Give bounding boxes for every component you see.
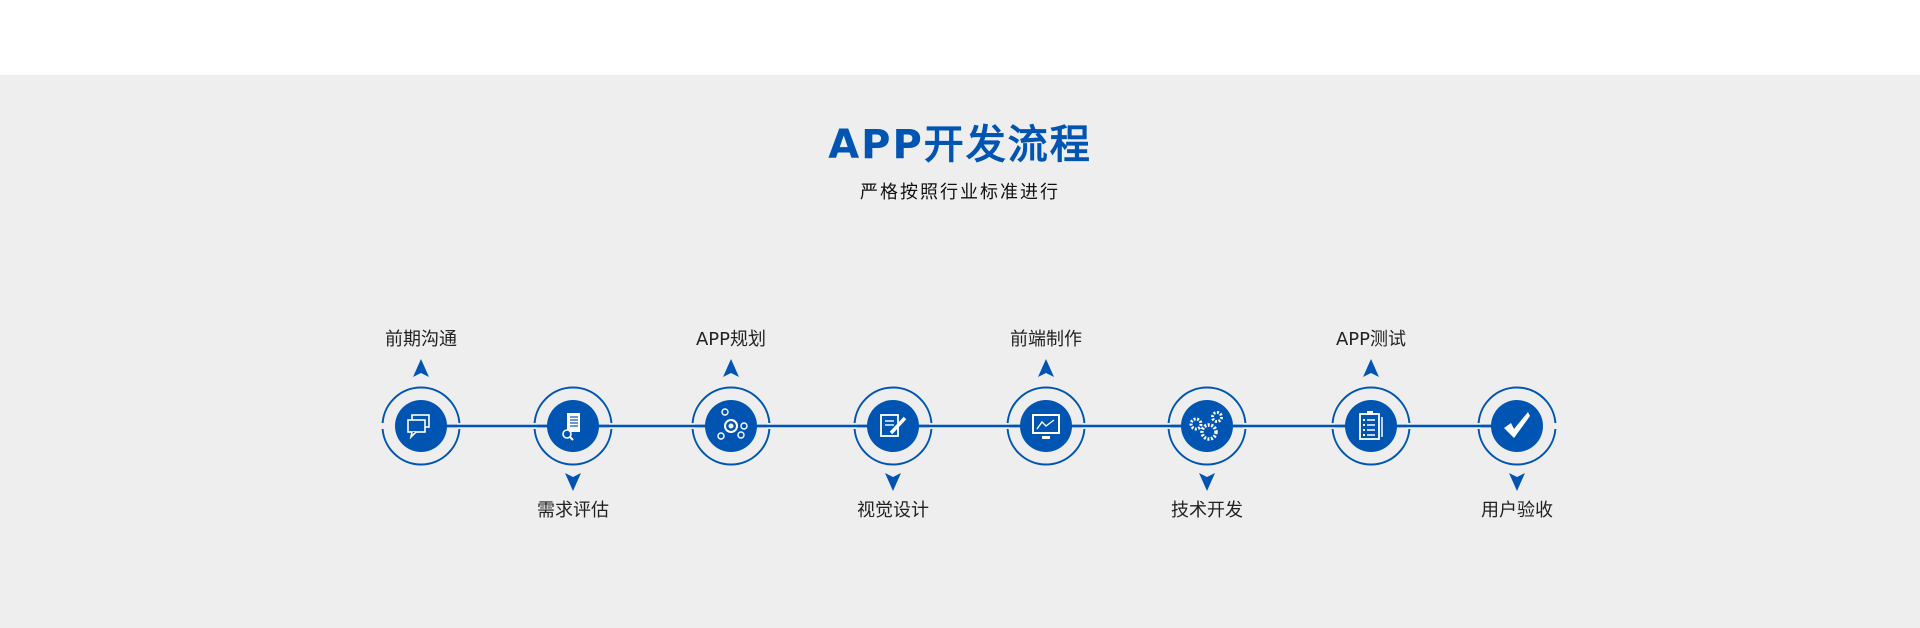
step-label: 前端制作 <box>1010 329 1082 350</box>
network-icon <box>717 408 748 440</box>
document-search-icon <box>562 413 580 441</box>
step-inner-circle <box>1345 400 1397 452</box>
arrow-down-icon <box>565 473 581 491</box>
process-step-node <box>690 386 772 466</box>
clipboard-checklist-icon <box>1359 411 1383 440</box>
step-label: APP规划 <box>695 329 767 350</box>
page-title: APP开发流程 <box>828 122 1092 168</box>
process-step-node <box>1476 386 1558 466</box>
process-step-node <box>852 386 934 466</box>
arrow-up-icon <box>723 359 739 377</box>
page-subtitle: 严格按照行业标准进行 <box>860 182 1060 203</box>
arrow-down-icon <box>885 473 901 491</box>
monitor-chart-icon <box>1032 414 1060 439</box>
step-label: 用户验收 <box>1481 500 1553 521</box>
step-inner-circle <box>867 400 919 452</box>
process-step-node <box>532 386 614 466</box>
process-section-background <box>0 75 1920 628</box>
arrow-up-icon <box>413 359 429 377</box>
arrow-up-icon <box>1363 359 1379 377</box>
chat-icon <box>407 414 430 440</box>
design-edit-icon <box>880 414 907 437</box>
step-label: 视觉设计 <box>857 500 929 521</box>
checkmark-icon <box>1504 412 1530 438</box>
step-label: 技术开发 <box>1171 500 1243 521</box>
step-inner-circle <box>1181 400 1233 452</box>
process-step-node <box>380 386 462 466</box>
process-step-node <box>1005 386 1087 466</box>
arrow-up-icon <box>1038 359 1054 377</box>
process-step-node <box>1330 386 1412 466</box>
arrow-down-icon <box>1509 473 1525 491</box>
step-label: 需求评估 <box>537 500 609 521</box>
process-step-node <box>1166 386 1248 466</box>
step-label: 前期沟通 <box>385 329 457 350</box>
arrow-down-icon <box>1199 473 1215 491</box>
step-label: APP测试 <box>1335 329 1407 350</box>
gears-icon <box>1189 411 1223 441</box>
